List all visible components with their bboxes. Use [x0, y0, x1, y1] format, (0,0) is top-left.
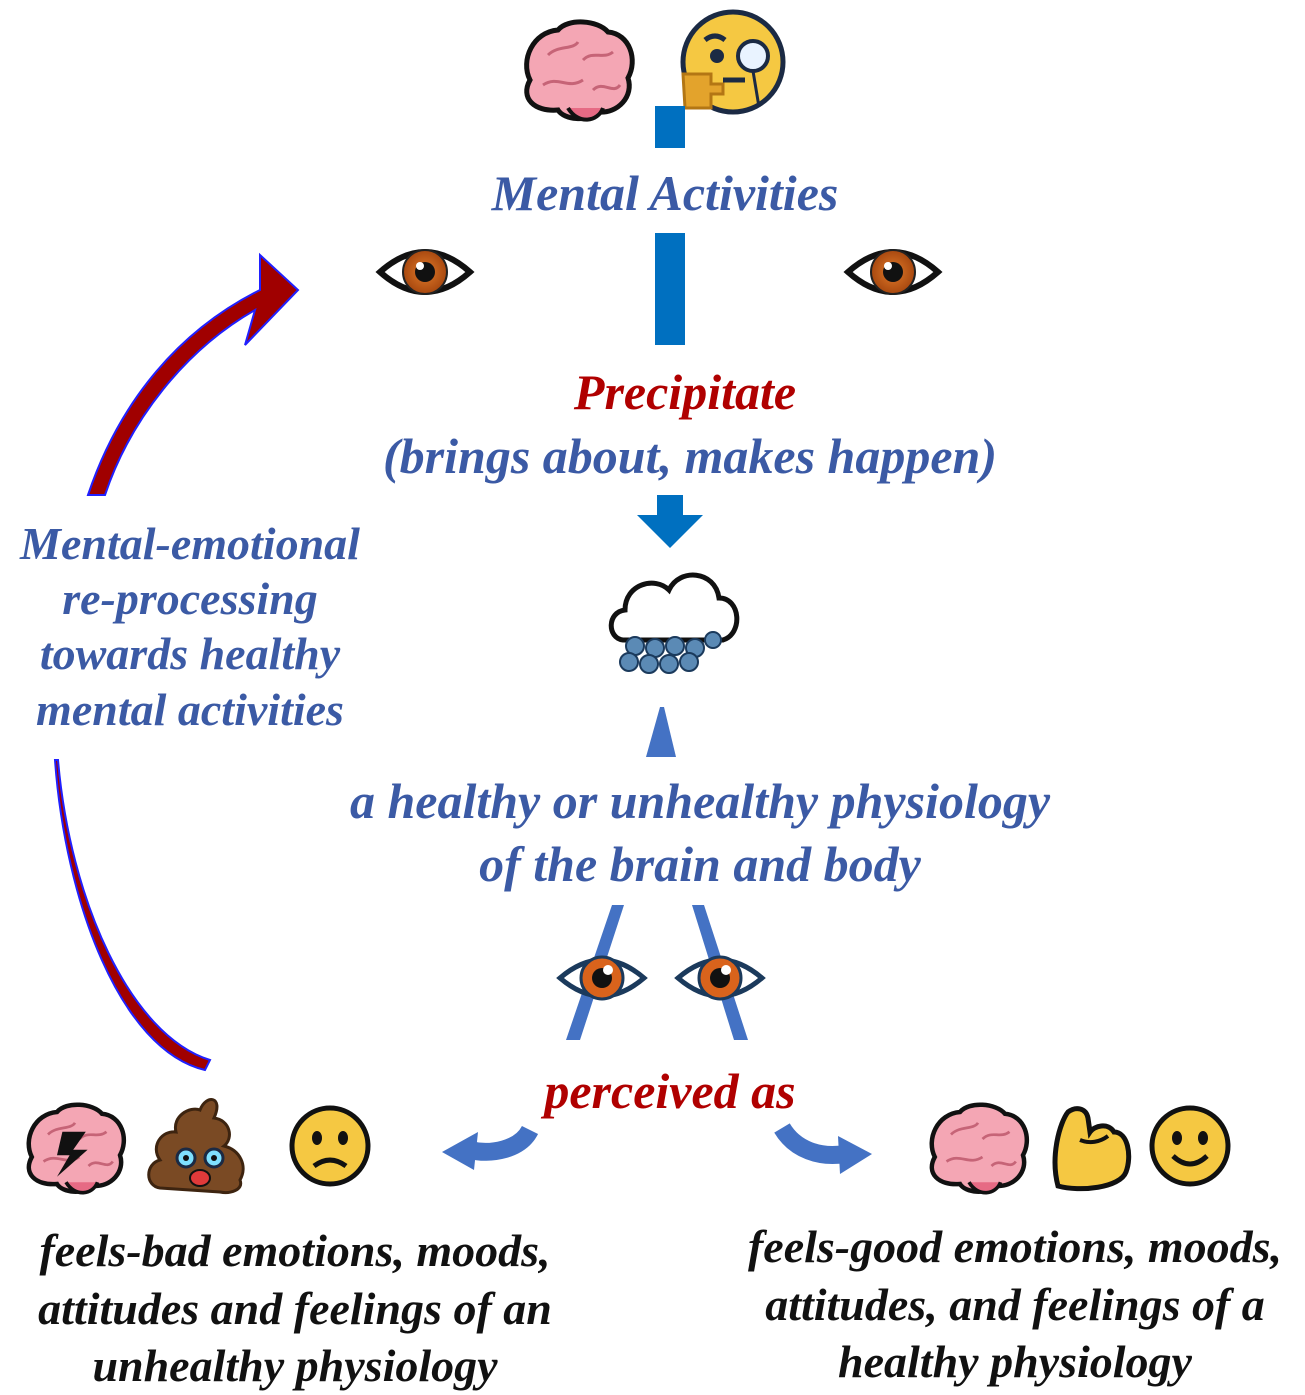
feedback-arrow [53, 252, 300, 1072]
smiling-face-icon [1149, 1105, 1231, 1187]
feels-bad-line-2: attitudes and feelings of an [38, 1282, 552, 1334]
feels-bad-line-1: feels-bad emotions, moods, [39, 1225, 551, 1276]
feels-good-line-3: healthy physiology [838, 1336, 1192, 1387]
frowning-face-icon [289, 1105, 371, 1187]
feels-bad-line-3: unhealthy physiology [92, 1340, 498, 1391]
reprocessing-line-4: mental activities [36, 683, 344, 735]
eye-icon [560, 957, 644, 999]
feels-bad-label: feels-bad emotions, moods, attitudes and… [0, 1222, 590, 1395]
mental-activities-label: Mental Activities [491, 165, 839, 221]
up-wedge [646, 707, 676, 757]
precipitate-label: Precipitate [573, 364, 797, 420]
brain-icon [527, 22, 633, 120]
thinking-monocle-face-icon [680, 9, 786, 115]
physiology-line-2: of the brain and body [479, 835, 921, 892]
eye-icon [678, 957, 762, 999]
top-connector-short [655, 106, 685, 148]
cloud-snow-icon [608, 572, 740, 674]
curved-arrow-right [774, 1122, 872, 1174]
down-arrow [637, 495, 703, 548]
brain-icon [932, 1105, 1027, 1193]
brain-lightning-icon [29, 1105, 124, 1193]
perceived-as-label: perceived as [544, 1063, 796, 1119]
precipitate-subtitle: (brings about, makes happen) [383, 428, 997, 484]
flexed-biceps-icon [1052, 1106, 1132, 1192]
reprocessing-line-2: re-processing [62, 573, 318, 625]
feels-good-line-2: attitudes, and feelings of a [765, 1278, 1265, 1330]
feels-good-label: feels-good emotions, moods, attitudes, a… [725, 1218, 1305, 1391]
curved-arrow-left [442, 1125, 539, 1170]
top-connector-long [655, 233, 685, 345]
reprocessing-label: Mental-emotional re-processing towards h… [0, 516, 380, 737]
reprocessing-line-1: Mental-emotional [20, 518, 360, 569]
reprocessing-line-3: towards healthy [39, 628, 341, 680]
physiology-label: a healthy or unhealthy physiology of the… [300, 770, 1100, 895]
eye-icon [848, 250, 938, 294]
feels-good-line-1: feels-good emotions, moods, [747, 1221, 1283, 1272]
eye-icon [380, 250, 470, 294]
physiology-line-1: a healthy or unhealthy physiology [349, 773, 1051, 829]
pile-of-poo-icon [147, 1098, 245, 1194]
